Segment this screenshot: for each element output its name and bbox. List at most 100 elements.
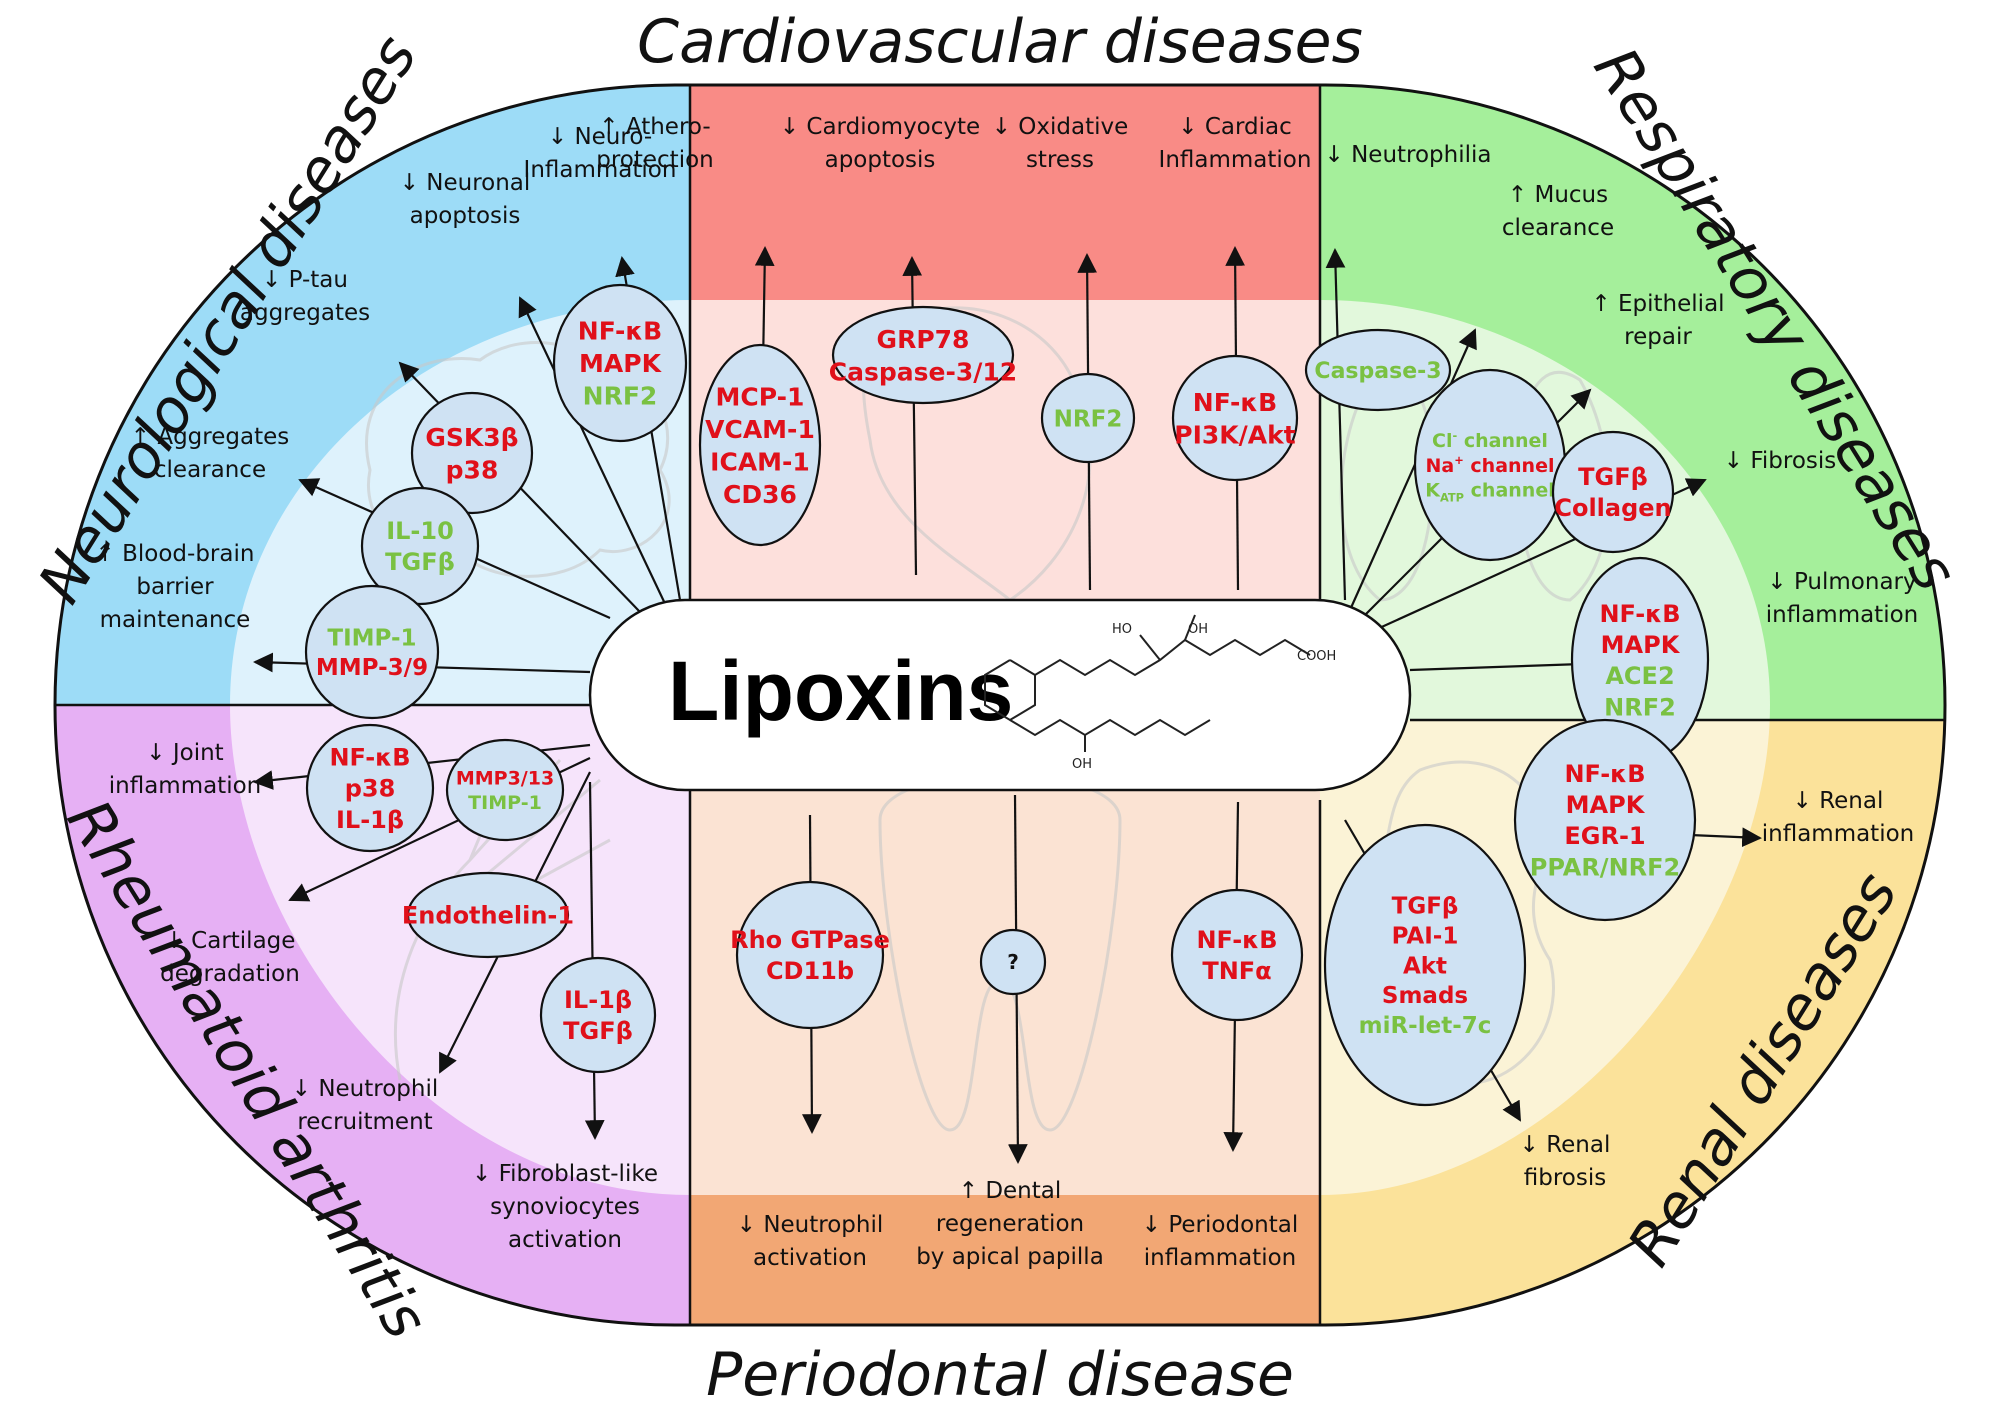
perio-outcome-1-line: ↑ Dental — [959, 1178, 1062, 1204]
resp-outcome-3: ↓ Fibrosis — [1724, 448, 1837, 474]
perio-mediator-2-0: NF-κB — [1196, 926, 1277, 954]
resp-mediator-3-0: NF-κB — [1599, 600, 1680, 628]
resp-mediator-3-3: NRF2 — [1604, 693, 1676, 721]
rheum-outcome-2-line: ↓ Neutrophil — [292, 1076, 439, 1102]
cardio-mediator-2-0: NRF2 — [1054, 406, 1123, 432]
neuro-outcome-0-line: ↓ Neuro- — [548, 124, 652, 150]
cardio-outcome-2-line: stress — [1026, 147, 1094, 173]
rheum-mediator-1-1: TIMP-1 — [468, 792, 542, 814]
cardio-outcome-0: ↑ Athero-protection — [596, 114, 714, 173]
chem-chain-lower — [1009, 718, 1211, 737]
title-perio: Periodontal disease — [706, 1340, 1294, 1410]
chem-cooh: COOH — [1297, 649, 1336, 664]
neuro-mediator-0-1: MAPK — [579, 349, 663, 378]
cardio-band — [690, 85, 1320, 240]
mediator-bubbles: MCP-1VCAM-1ICAM-1CD36GRP78Caspase-3/12NR… — [304, 283, 1710, 1107]
renal-mediator-0-2: EGR-1 — [1564, 822, 1645, 850]
resp-outcome-1-line: clearance — [1502, 215, 1614, 241]
renal-mediator-0-0: NF-κB — [1564, 760, 1645, 788]
neuro-mediator-0-0: NF-κB — [578, 317, 662, 346]
rheum-outcome-3-line: synoviocytes — [490, 1194, 640, 1220]
chem-oh-upper: OH — [1188, 622, 1208, 637]
cardio-mediator-1-1: Caspase-3/12 — [829, 357, 1017, 386]
cardio-mediator-0-2: ICAM-1 — [710, 447, 810, 476]
chem-ho: HO — [1112, 622, 1132, 637]
cardio-mediator-1-0: GRP78 — [877, 325, 970, 354]
chem-bond-oh2 — [1184, 614, 1196, 641]
resp-mediator-1-0: Cl- channel — [1432, 429, 1548, 453]
neuro-outcome-3-line: clearance — [154, 457, 266, 483]
cardio-outcome-0-line: ↑ Athero- — [599, 114, 710, 140]
neuro-outcome-3-line: ↑ Aggregates — [131, 424, 289, 450]
neuro-mediator-0-2: NRF2 — [583, 382, 658, 411]
neuro-bubble-shape-1 — [410, 391, 534, 515]
perio-outcome-1-line: by apical papilla — [916, 1244, 1104, 1270]
rheum-mediator-0-2: IL-1β — [336, 806, 404, 834]
neuro-bubble-shape-2 — [360, 486, 480, 606]
arrow-5 — [518, 296, 669, 611]
resp-mediator-1-1: Na+ channel — [1426, 453, 1555, 477]
perio-mediator-1-0: ? — [1007, 950, 1019, 974]
cardio-outcome-2-line: ↓ Oxidative — [992, 114, 1129, 140]
rheum-outcome-1-line: ↓ Cartilage — [165, 928, 296, 954]
rheum-outcome-0-line: ↓ Joint — [146, 740, 223, 766]
neuro-bubble-shape-0 — [552, 283, 688, 443]
resp-mediator-1-2: KATP channel — [1425, 480, 1554, 505]
title-cardio: Cardiovascular diseases — [637, 7, 1363, 77]
rheum-mediator-3-0: IL-1β — [564, 986, 632, 1014]
resp-outcome-0: ↓ Neutrophilia — [1325, 142, 1492, 168]
resp-mediator-2-0: TGFβ — [1578, 463, 1648, 491]
rheum-mediator-1-0: MMP3/13 — [456, 767, 554, 789]
neuro-mediator-3-1: MMP-3/9 — [316, 655, 428, 681]
perio-mediator-bubble-1: ? — [979, 928, 1047, 996]
rheum-outcome-2-line: recruitment — [297, 1109, 432, 1135]
neuro-outcome-0: ↓ Neuro-Inflammation — [524, 124, 677, 183]
outcome-labels: ↑ Athero-protection ↓ Cardiomyocyte apopto… — [96, 114, 1919, 1271]
chem-bond-oh1 — [1139, 634, 1161, 661]
neuro-mediator-bubble-0: NF-κB MAPK NRF2 — [552, 283, 688, 443]
perio-mediator-2-1: TNFα — [1202, 957, 1271, 985]
resp-outcome-1-line: ↑ Mucus — [1508, 182, 1608, 208]
renal-bubble-shape-0 — [1513, 718, 1697, 922]
perio-bubble-shape-1 — [979, 928, 1047, 996]
neuro-mediator-1-0: GSK3β — [425, 423, 518, 452]
renal-mediator-0-1: MAPK — [1566, 791, 1646, 819]
neuro-outcome-1-line: ↓ Neuronal — [400, 170, 531, 196]
cardio-bubble-shape-0 — [698, 343, 822, 547]
resp-outcome-4-line: inflammation — [1766, 602, 1919, 628]
renal-mediator-1-2: Akt — [1403, 953, 1447, 979]
perio-outcome-2-line: ↓ Periodontal — [1142, 1212, 1298, 1238]
chem-chain-upper — [1034, 638, 1311, 677]
cardio-outcome-1-line: ↓ Cardiomyocyte — [780, 114, 980, 140]
perio-band — [690, 1195, 1320, 1325]
neuro-outcome-4-line: barrier — [136, 574, 214, 600]
resp-outcome-4: ↓ Pulmonary inflammation — [1766, 569, 1919, 628]
neuro-outcome-1-line: apoptosis — [410, 203, 521, 229]
resp-bubble-shape-2 — [1551, 430, 1675, 554]
center-pill: Lipoxins HO OH COOH OH — [588, 598, 1412, 792]
renal-mediator-1-3: Smads — [1382, 983, 1468, 1009]
neuro-mediator-3-0: TIMP-1 — [327, 625, 416, 651]
neuro-outcome-4-line: maintenance — [100, 607, 251, 633]
resp-outcome-4-line: ↓ Pulmonary — [1767, 569, 1916, 595]
heart-sketch — [862, 306, 1092, 602]
cardio-outcome-1-line: apoptosis — [825, 147, 936, 173]
neuro-outcome-2-line: ↓ P-tau — [262, 267, 348, 293]
rheum-mediator-2-0: Endothelin-1 — [402, 902, 574, 930]
perio-mediator-bubble-2: NF-κB TNFα — [1170, 888, 1304, 1022]
